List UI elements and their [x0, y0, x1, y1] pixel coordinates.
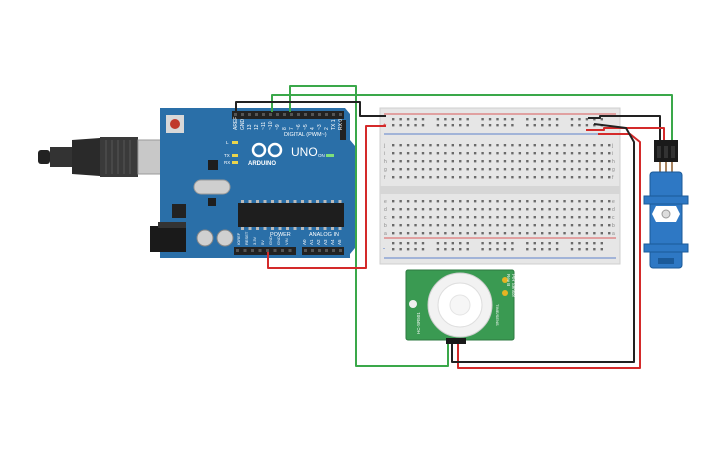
analog-pin-label: A5 — [337, 239, 342, 245]
row-letter: a — [612, 231, 615, 237]
row-letter: h — [612, 159, 615, 165]
wire-black-gnd — [235, 101, 386, 117]
power-pin-label: RESET — [244, 231, 249, 245]
pin-label: 12 — [254, 124, 260, 130]
led-label-tx: TX — [224, 153, 230, 158]
wire-green-servo-signal — [271, 94, 673, 142]
crystal — [193, 179, 231, 195]
capacitor — [196, 229, 214, 247]
wire-black-pir-gnd — [451, 123, 635, 363]
row-letter: c — [384, 215, 387, 221]
voltage-regulator — [172, 204, 186, 218]
row-letter: g — [384, 167, 387, 173]
led-label-l: L — [226, 140, 229, 145]
pin-label: 4 — [310, 127, 316, 130]
atmega-chip — [238, 203, 344, 227]
pir-header — [446, 338, 466, 344]
pin-label: ~9 — [275, 124, 281, 130]
pin-label: ~3 — [317, 124, 323, 130]
pin-label: ~5 — [303, 124, 309, 130]
power-pin-label: 5V — [260, 240, 265, 245]
power-pin-label: GND — [276, 236, 281, 245]
row-letter: j — [611, 143, 613, 149]
power-pin-label: GND — [268, 236, 273, 245]
arduino-model: UNO — [291, 145, 318, 159]
wires — [235, 85, 673, 369]
pin-label: RX 0 — [338, 119, 344, 130]
analog-pin-label: A1 — [309, 239, 314, 245]
center-channel — [380, 186, 620, 194]
digital-label: DIGITAL (PWM~) — [284, 132, 327, 138]
pin-label: TX 1 — [331, 119, 337, 130]
row-letter: g — [612, 167, 615, 173]
power-pin-label: 3.3V — [252, 236, 257, 245]
row-letter: h — [384, 159, 387, 165]
row-letter: b — [384, 223, 387, 229]
wire-red-5v — [267, 125, 386, 269]
power-pin-label: IOREF — [236, 232, 241, 245]
arduino-logo-icon — [251, 142, 283, 158]
pir-label-model: HC-SR501 — [416, 312, 421, 334]
pir-label-rev: Rev B — [506, 274, 511, 286]
pir-sensor: HC-SR501 PIR Sensor Rev B TIME/SENS — [405, 269, 516, 344]
row-letter: e — [384, 199, 387, 205]
wire-black-servo-gnd — [588, 115, 661, 142]
led-on — [326, 154, 334, 157]
pir-label-time: TIME/SENS — [495, 304, 500, 326]
row-letter: i — [612, 151, 613, 157]
row-letter: b — [612, 223, 615, 229]
pin-label: ~11 — [261, 122, 267, 130]
row-letter: j — [383, 143, 385, 149]
capacitor — [216, 229, 234, 247]
analog-pin-label: A2 — [316, 239, 321, 245]
reset-button-cap[interactable] — [170, 119, 180, 129]
wire-red-servo-vcc — [586, 127, 665, 142]
power-label: POWER — [270, 232, 291, 238]
pin-label: 7 — [289, 127, 295, 130]
row-letter: d — [384, 207, 387, 213]
row-letter: f — [612, 175, 614, 181]
pir-label-name: PIR Sensor — [511, 274, 516, 298]
led-rx — [232, 161, 238, 164]
led-tx — [232, 154, 238, 157]
row-letter: d — [612, 207, 615, 213]
pin-label: 8 — [282, 127, 288, 130]
power-pin-label: VIN — [284, 238, 289, 245]
row-letter: a — [384, 231, 387, 237]
analog-pin-label: A0 — [302, 239, 307, 245]
analog-pin-label: A4 — [330, 239, 335, 245]
digital-header — [232, 111, 344, 119]
analog-label: ANALOG IN — [309, 232, 339, 238]
pin-label: 2 — [324, 127, 330, 130]
led-l — [232, 141, 238, 144]
pin-label: GND — [240, 119, 246, 131]
pin-label: ~6 — [296, 124, 302, 130]
pin-label: AREF — [233, 117, 239, 130]
servo-motor — [643, 140, 689, 269]
row-letter: i — [384, 151, 385, 157]
power-header — [234, 247, 296, 255]
pin-label: ~10 — [268, 121, 274, 130]
row-letter: f — [384, 175, 386, 181]
arduino-logo-text: ARDUINO — [248, 161, 276, 167]
wire-green-pir-signal — [289, 85, 449, 367]
rail-minus-label: - — [383, 246, 385, 252]
led-label-rx: RX — [224, 160, 230, 165]
led-label-on: ON — [318, 153, 325, 158]
analog-header — [302, 247, 344, 255]
row-letter: c — [612, 215, 615, 221]
analog-pin-label: A3 — [323, 239, 328, 245]
row-letter: e — [612, 199, 615, 205]
power-jack — [150, 226, 186, 252]
pin-label: 13 — [247, 124, 253, 130]
